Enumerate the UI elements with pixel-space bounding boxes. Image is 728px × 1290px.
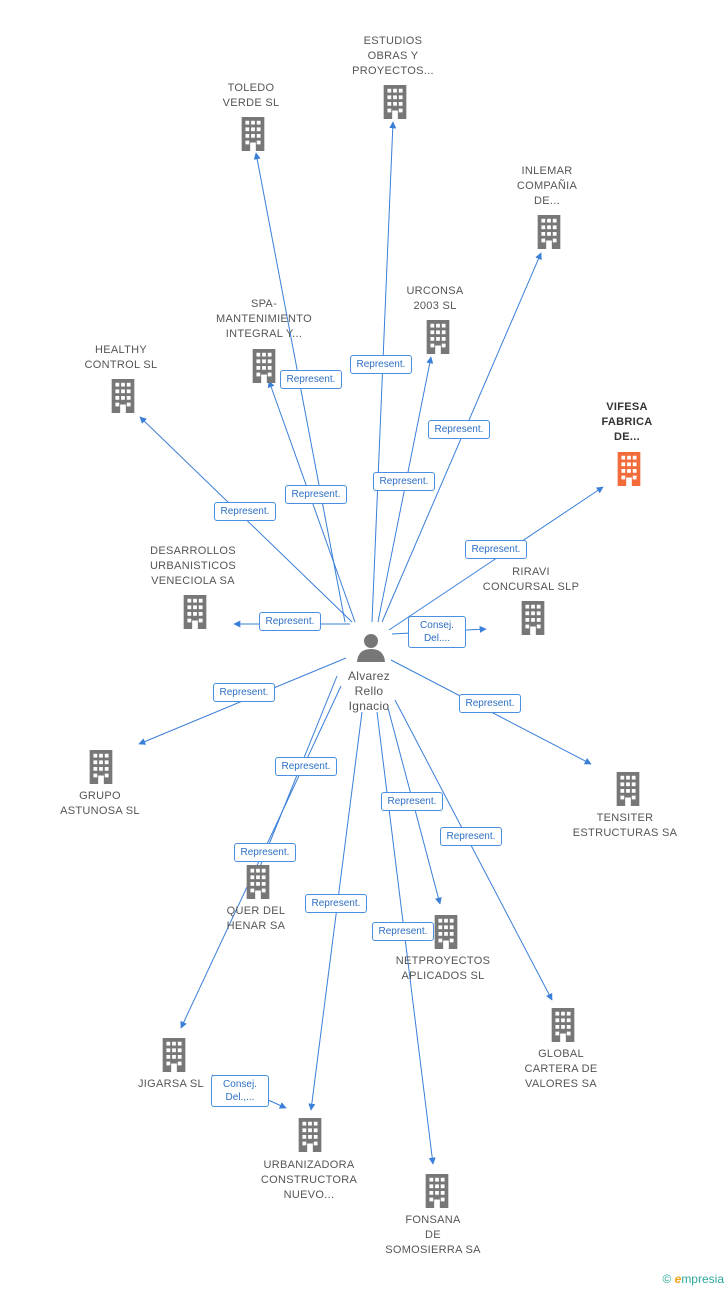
building-icon[interactable] xyxy=(89,750,113,784)
brand-logo-text: mpresia xyxy=(681,1272,724,1286)
company-label-global[interactable]: GLOBAL CARTERA DE VALORES SA xyxy=(524,1048,598,1090)
company-label-astunosa[interactable]: GRUPO ASTUNOSA SL xyxy=(60,790,140,817)
building-icon[interactable] xyxy=(616,772,640,806)
company-label-fonsana[interactable]: FONSANA DE SOMOSIERRA SA xyxy=(385,1214,481,1256)
relation-label-toledo[interactable]: Represent. xyxy=(279,369,343,389)
company-label-netproyectos[interactable]: NETPROYECTOS APLICADOS SL xyxy=(395,955,491,982)
company-label-desarrollos[interactable]: DESARROLLOS URBANISTICOS VENECIOLA SA xyxy=(149,545,237,587)
relation-label-netproyectos[interactable]: Represent. xyxy=(380,791,444,811)
company-label-inlemar[interactable]: INLEMAR COMPAÑIA DE... xyxy=(516,165,578,207)
company-label-riravi[interactable]: RIRAVI CONCURSAL SLP xyxy=(482,566,580,593)
company-label-estudios[interactable]: ESTUDIOS OBRAS Y PROYECTOS... xyxy=(352,35,434,77)
building-icon[interactable] xyxy=(162,1038,186,1072)
building-icon[interactable] xyxy=(241,117,265,151)
footer-brand[interactable]: © empresia xyxy=(662,1272,724,1286)
copyright-symbol: © xyxy=(662,1272,672,1286)
relation-label-vifesa[interactable]: Represent. xyxy=(464,539,528,559)
relation-label-urbanizadora[interactable]: Consej. Del.,... xyxy=(211,1075,269,1107)
company-label-tensiter[interactable]: TENSITER ESTRUCTURAS SA xyxy=(572,812,678,839)
relation-label-jigarsa[interactable]: Represent. xyxy=(233,842,297,862)
relation-label-estudios[interactable]: Represent. xyxy=(349,354,413,374)
building-icon[interactable] xyxy=(252,349,276,383)
company-label-spa[interactable]: SPA- MANTENIMIENTO INTEGRAL Y... xyxy=(216,298,312,340)
building-icon[interactable] xyxy=(521,601,545,635)
nodes-layer xyxy=(89,85,641,1208)
building-icon[interactable] xyxy=(383,85,407,119)
brand-logo-e: e xyxy=(674,1272,682,1286)
relation-label-spa[interactable]: Represent. xyxy=(284,484,348,504)
building-icon[interactable] xyxy=(183,595,207,629)
building-icon[interactable] xyxy=(434,915,458,949)
company-label-jigarsa[interactable]: JIGARSA SL xyxy=(138,1078,204,1090)
edge-global xyxy=(394,699,553,1001)
relation-label-quer[interactable]: Represent. xyxy=(274,756,338,776)
edge-vifesa xyxy=(388,486,604,631)
relation-label-global[interactable]: Represent. xyxy=(439,826,503,846)
building-icon[interactable] xyxy=(426,320,450,354)
company-label-toledo[interactable]: TOLEDO VERDE SL xyxy=(222,82,280,109)
company-label-quer[interactable]: QUER DEL HENAR SA xyxy=(226,905,286,932)
building-icon[interactable] xyxy=(537,215,561,249)
company-label-healthy[interactable]: HEALTHY CONTROL SL xyxy=(84,344,158,371)
relation-label-astunosa[interactable]: Represent. xyxy=(212,682,276,702)
company-label-urconsa[interactable]: URCONSA 2003 SL xyxy=(406,285,464,312)
person-label[interactable]: Alvarez Rello Ignacio xyxy=(347,669,391,713)
building-icon[interactable] xyxy=(111,379,135,413)
building-icon[interactable] xyxy=(246,865,270,899)
building-icon[interactable] xyxy=(617,452,641,486)
relation-label-urbanizadora[interactable]: Represent. xyxy=(304,893,368,913)
relation-label-tensiter[interactable]: Represent. xyxy=(458,693,522,713)
relation-label-healthy[interactable]: Represent. xyxy=(213,501,277,521)
building-icon[interactable] xyxy=(551,1008,575,1042)
building-icon[interactable] xyxy=(298,1118,322,1152)
relation-label-urconsa[interactable]: Represent. xyxy=(372,471,436,491)
relation-label-fonsana[interactable]: Represent. xyxy=(371,921,435,941)
relation-label-desarrollos[interactable]: Represent. xyxy=(258,611,322,631)
building-icon[interactable] xyxy=(425,1174,449,1208)
company-label-vifesa[interactable]: VIFESA FABRICA DE... xyxy=(601,401,653,443)
relation-label-inlemar[interactable]: Represent. xyxy=(427,419,491,439)
person-icon[interactable] xyxy=(357,634,385,662)
relation-label-riravi[interactable]: Consej. Del.... xyxy=(408,616,466,648)
company-label-urbanizadora[interactable]: URBANIZADORA CONSTRUCTORA NUEVO... xyxy=(260,1159,358,1201)
